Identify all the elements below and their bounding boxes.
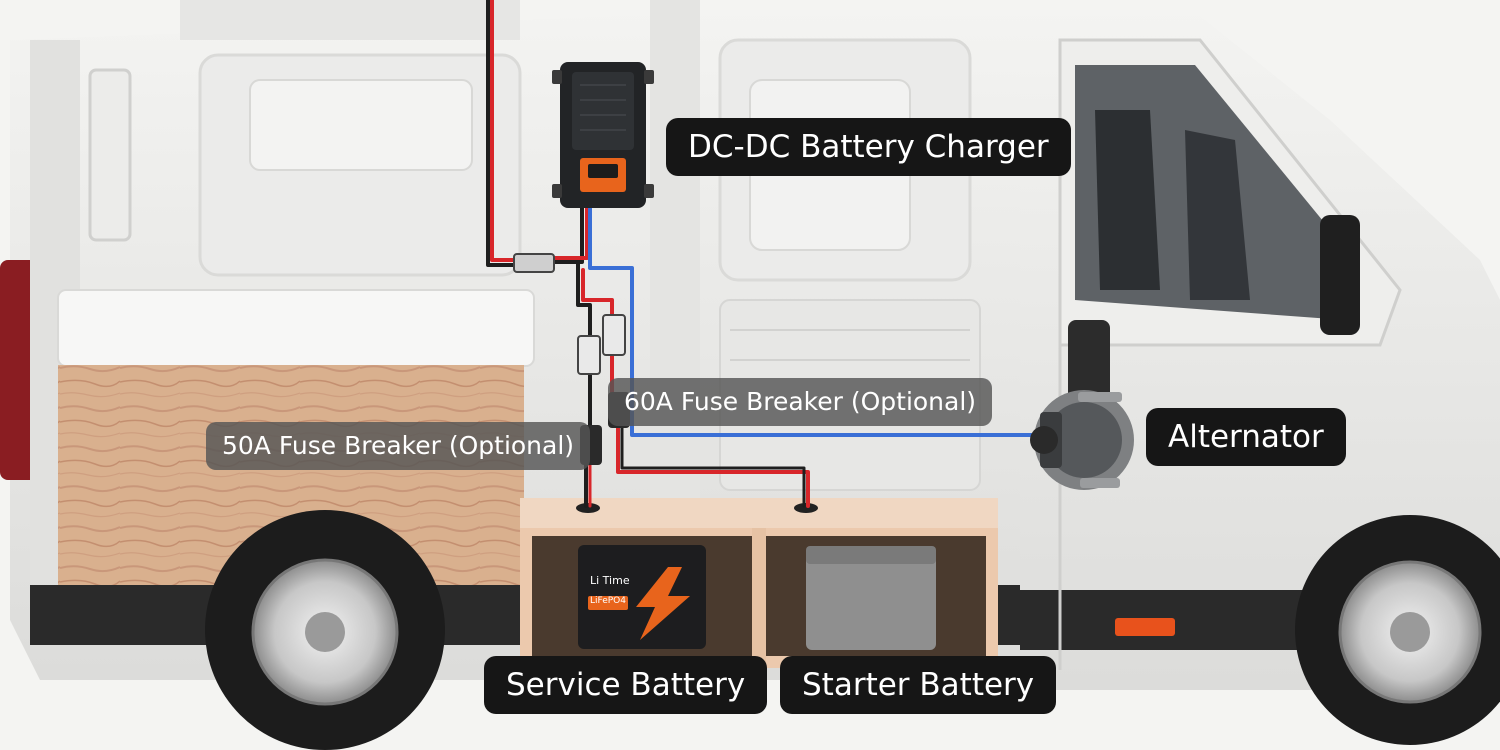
label-dc-dc-charger: DC-DC Battery Charger (666, 118, 1071, 176)
inline-fuse (577, 335, 601, 375)
driver-seat (1095, 110, 1160, 290)
label-fuse-60a: 60A Fuse Breaker (Optional) (608, 378, 993, 426)
starter-battery-unit (806, 546, 936, 650)
label-service-battery: Service Battery (484, 656, 768, 714)
side-mirror (1320, 215, 1360, 335)
label-fuse-50a: 50A Fuse Breaker (Optional) (206, 422, 591, 470)
service-terminal (576, 503, 600, 513)
label-alternator: Alternator (1146, 408, 1346, 466)
battery-brand-text: Li Time (590, 574, 630, 587)
dc-dc-charger (552, 62, 654, 208)
inline-fuse (602, 314, 626, 356)
van-cab (1020, 0, 1500, 690)
alternator-unit (1030, 390, 1134, 490)
label-starter-battery: Starter Battery (780, 656, 1057, 714)
wire-connector (513, 253, 555, 273)
rear-wheel (205, 510, 445, 750)
wiring (486, 0, 1042, 508)
front-wheel (1295, 515, 1500, 745)
starter-terminal (794, 503, 818, 513)
service-battery-unit: Li Time LiFePO4 (578, 545, 706, 649)
battery-chemistry-text: LiFePO4 (590, 596, 626, 606)
